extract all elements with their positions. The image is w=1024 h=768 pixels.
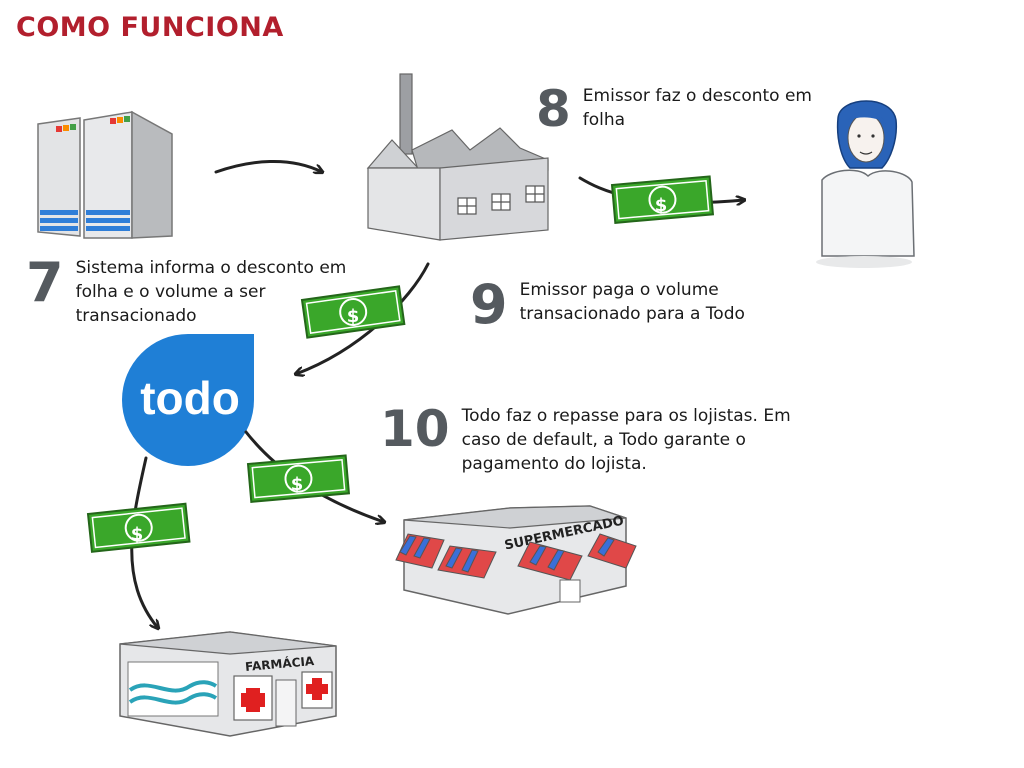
money-symbol: $ — [347, 306, 360, 327]
step-8: 8 Emissor faz o desconto em folha — [536, 84, 812, 134]
todo-logo — [122, 334, 254, 466]
money-symbol: $ — [131, 524, 144, 545]
todo-logo-text: todo — [140, 372, 240, 424]
pharmacy-icon — [119, 631, 337, 737]
supermarket-icon — [395, 505, 637, 615]
step-8-number: 8 — [536, 80, 571, 138]
step-8-text: Emissor faz o desconto em folha — [582, 86, 812, 130]
money-symbol: $ — [291, 474, 304, 495]
money-symbol: $ — [655, 195, 668, 216]
person-icon — [816, 100, 915, 268]
step-7: 7 Sistema informa o desconto em folha e … — [26, 256, 346, 328]
server-icon — [37, 110, 173, 239]
step-10-number: 10 — [380, 400, 450, 458]
step-7-number: 7 — [26, 251, 64, 314]
step-9-number: 9 — [470, 273, 508, 336]
step-9-text: Emissor paga o volume transacionado para… — [519, 280, 745, 324]
pharmacy-sign: FARMÁCIA — [245, 653, 316, 674]
factory-icon — [366, 73, 549, 241]
step-10-text: Todo faz o repasse para os lojistas. Em … — [461, 406, 791, 474]
step-10: 10 Todo faz o repasse para os lojistas. … — [380, 404, 791, 476]
step-9: 9 Emissor paga o volume transacionado pa… — [470, 278, 745, 332]
arrow-icon — [214, 159, 322, 172]
page-title: COMO FUNCIONA — [16, 12, 284, 43]
step-7-text: Sistema informa o desconto em folha e o … — [75, 258, 347, 326]
